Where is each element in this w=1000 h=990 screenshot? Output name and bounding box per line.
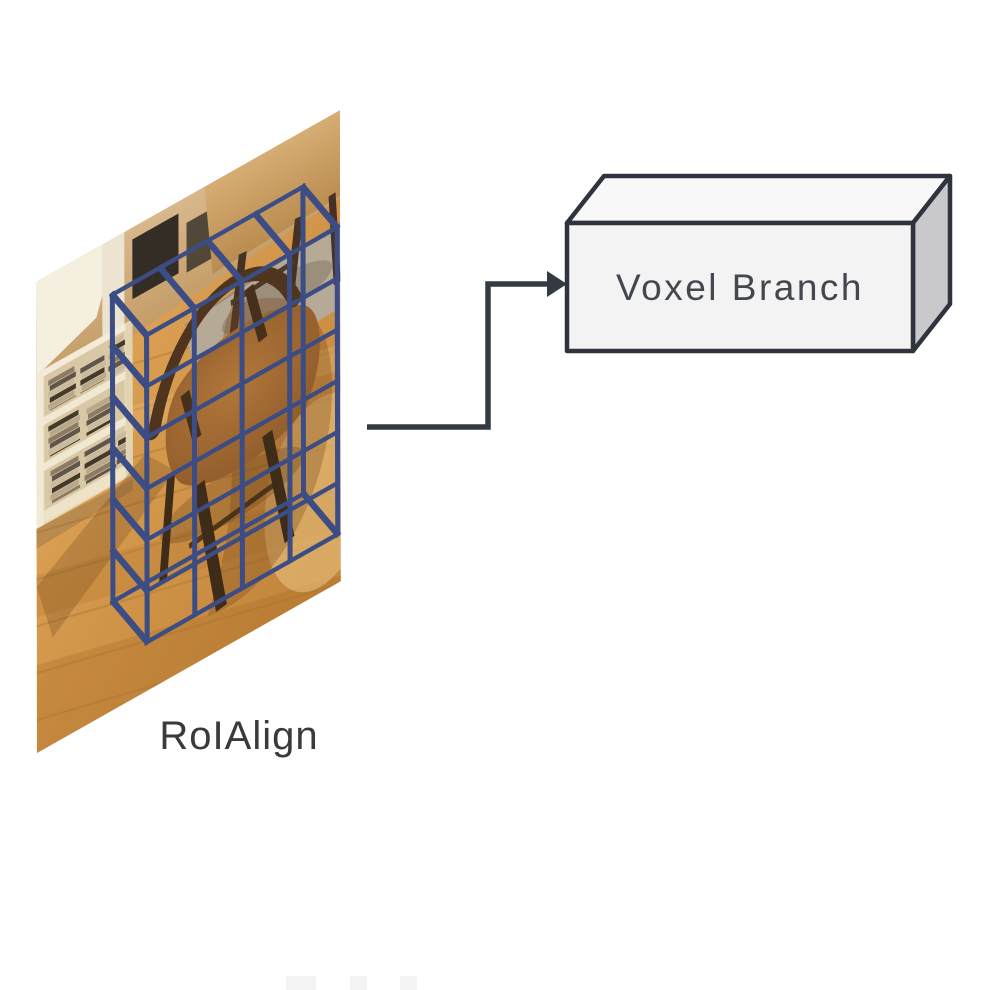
chair-leg bbox=[262, 429, 295, 544]
book-stack-stripe bbox=[48, 433, 79, 456]
grid-line bbox=[109, 183, 306, 299]
arrow-connector bbox=[367, 271, 567, 430]
grid-line bbox=[156, 263, 198, 313]
book-stack-stripe bbox=[84, 446, 115, 470]
chair-stretcher bbox=[188, 481, 276, 550]
grid-line bbox=[299, 183, 341, 232]
grid-line bbox=[109, 495, 151, 544]
door-frame bbox=[102, 232, 125, 341]
book-stack-stripe bbox=[50, 467, 79, 489]
plank-seam bbox=[36, 579, 341, 678]
book-stack-stripe bbox=[86, 440, 117, 463]
book-stack-stripe bbox=[49, 438, 80, 457]
shelf-board bbox=[36, 460, 133, 528]
book-stack-stripe bbox=[51, 472, 81, 494]
shadow-band bbox=[36, 453, 175, 638]
grid-line bbox=[109, 341, 151, 391]
plank-seam bbox=[36, 532, 341, 631]
book-stack-stripe bbox=[80, 378, 105, 394]
book-stack-stripe bbox=[48, 421, 79, 444]
stray-mark bbox=[350, 976, 367, 990]
arrowhead-icon bbox=[547, 271, 567, 297]
grid-line bbox=[110, 489, 307, 606]
book-stack-stripe bbox=[86, 394, 113, 415]
plank-band bbox=[36, 572, 341, 754]
grid-line bbox=[204, 236, 246, 286]
grid-line bbox=[251, 209, 293, 259]
book-stack-stripe bbox=[84, 458, 115, 482]
book-stack-stripe bbox=[49, 414, 80, 437]
voxel-grid-overlay bbox=[108, 183, 342, 646]
book-stack-stripe bbox=[88, 411, 115, 432]
stray-marks bbox=[286, 976, 417, 990]
book-stack-stripe bbox=[86, 464, 117, 485]
book-stack-stripe bbox=[48, 366, 75, 386]
book-stack-stripe bbox=[49, 383, 76, 404]
stray-mark bbox=[286, 976, 316, 990]
book-stack-stripe bbox=[84, 434, 115, 458]
book-stack-stripe bbox=[81, 372, 106, 391]
book-stack-stripe bbox=[86, 418, 113, 437]
stray-mark bbox=[400, 976, 417, 990]
grid-line bbox=[109, 393, 151, 442]
box-top-face bbox=[564, 173, 953, 226]
book-stack-stripe bbox=[50, 455, 79, 477]
plank-seam bbox=[36, 485, 341, 584]
book-stack-stripe bbox=[48, 377, 75, 398]
arrow-line bbox=[367, 281, 550, 430]
voxel-branch-box: Voxel Branch bbox=[564, 173, 953, 354]
shelf-board bbox=[36, 319, 133, 381]
grid-line bbox=[109, 444, 151, 493]
book-stack-stripe bbox=[49, 371, 76, 392]
grid-line bbox=[300, 489, 342, 539]
book-stack-stripe bbox=[81, 360, 106, 379]
shelf-board bbox=[36, 412, 133, 476]
grid-line bbox=[300, 183, 307, 498]
chair-spindle bbox=[244, 283, 268, 343]
box-front-face bbox=[564, 220, 916, 354]
chair-back-panel bbox=[204, 110, 341, 274]
book-stack-stripe bbox=[50, 479, 79, 501]
bg-chair-leg bbox=[228, 251, 247, 340]
roialign-label: RoIAlign bbox=[159, 714, 318, 758]
book-stack-stripe bbox=[86, 406, 113, 427]
book-stack-stripe bbox=[86, 452, 117, 475]
bright-wall-corner bbox=[36, 235, 119, 377]
shelf-post bbox=[36, 369, 44, 530]
shelf-board bbox=[36, 367, 133, 430]
book-stack-stripe bbox=[80, 366, 105, 386]
book-stack-stripe bbox=[49, 395, 76, 411]
book-stack-stripe bbox=[49, 426, 80, 449]
grid-line bbox=[108, 290, 150, 340]
shelf-floor-shadow bbox=[36, 478, 133, 549]
book-stack-stripe bbox=[87, 399, 115, 420]
voxel-branch-label: Voxel Branch bbox=[616, 267, 864, 308]
grid-line bbox=[109, 290, 116, 606]
grid-line bbox=[144, 530, 341, 646]
book-stack-stripe bbox=[48, 409, 79, 432]
plank-band bbox=[36, 483, 341, 621]
grid-line bbox=[109, 597, 151, 646]
book-stack-stripe bbox=[80, 354, 105, 374]
shelf-post bbox=[125, 319, 133, 479]
book-stack-stripe bbox=[51, 460, 81, 482]
book-stack-stripe bbox=[52, 484, 81, 504]
book-stack-stripe bbox=[48, 389, 75, 410]
